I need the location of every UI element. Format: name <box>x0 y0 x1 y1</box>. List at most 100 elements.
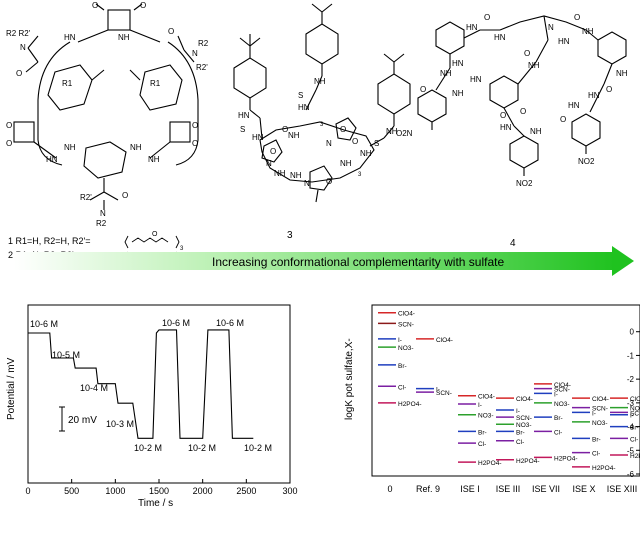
bond <box>95 3 105 11</box>
right-y-tick-label: -4 <box>627 423 635 432</box>
label-nh-top-right: NH <box>118 33 130 42</box>
ring-left <box>47 64 93 111</box>
ion-label: NO3- <box>554 401 570 408</box>
concentration-annotation: 10-2 M <box>134 443 162 453</box>
compound-4-caption: 4 <box>510 238 516 249</box>
bond <box>383 53 395 63</box>
right-x-tick-label: ISE X <box>572 484 595 494</box>
label-r2p-bottom: R2' <box>80 193 92 202</box>
right-y-tick-label: -3 <box>627 399 635 408</box>
ion-label: H2PO4- <box>516 458 539 465</box>
label-nh-l: NH <box>290 171 302 180</box>
bond <box>77 29 109 43</box>
right-plot-frame <box>371 304 640 477</box>
bond <box>463 29 481 39</box>
bond <box>91 69 105 81</box>
bracket-right <box>175 235 180 249</box>
bond <box>129 29 161 43</box>
concentration-annotation: 10-2 M <box>188 443 216 453</box>
phenyl-4a <box>435 21 465 55</box>
label-n-m: N <box>304 179 310 188</box>
label-nh-bottom-right: NH <box>148 155 160 164</box>
phenyl-4b <box>597 31 627 65</box>
ion-label: Br- <box>592 436 601 443</box>
label-o-square-right-2: O <box>192 139 198 148</box>
label-r2-bottom: R2 <box>96 219 107 228</box>
ion-label: H2PO4- <box>554 455 577 462</box>
bond <box>33 141 57 159</box>
nitrophenyl-left <box>417 89 447 123</box>
ion-label: Cl- <box>592 451 600 458</box>
label-hn-bottom-left: HN <box>46 155 58 164</box>
label-r2-right: R2 <box>198 39 209 48</box>
ion-label: Br- <box>478 429 487 436</box>
ion-label: I- <box>436 387 440 394</box>
right-y-tick-label: -2 <box>627 375 635 384</box>
ion-label: ClO4- <box>630 396 640 403</box>
macrocycle-right-arc <box>167 41 199 166</box>
label-o-h: O <box>340 125 346 134</box>
label-o6: O <box>500 111 506 120</box>
ion-label: Cl- <box>398 384 406 391</box>
bond <box>311 3 323 13</box>
compound-4-structure: O HN HN HN NH N HN O NH O NH HN O NH NH … <box>396 13 628 249</box>
phenyl-right <box>377 73 411 115</box>
concentration-annotation: 10-6 M <box>30 319 58 329</box>
label-subscript-3b: 3 <box>358 172 362 178</box>
label-o-top-right: O <box>168 27 174 36</box>
right-x-tick-label: ISE XIII <box>607 484 638 494</box>
ring-bottom <box>83 141 127 179</box>
label-o2: O <box>574 13 580 22</box>
label-o5: O <box>606 85 612 94</box>
macrocycle-left-arc <box>37 41 71 166</box>
ion-label: ClO4- <box>516 396 533 403</box>
ion-label: NO3- <box>592 420 608 427</box>
label-hn2: HN <box>494 33 506 42</box>
ion-label: SCN- <box>630 410 640 417</box>
label-hn-top-left: HN <box>64 33 76 42</box>
label-n-top-left: N <box>20 43 26 52</box>
label-o-square-left-2: O <box>6 139 12 148</box>
label-o-j: O <box>352 137 358 146</box>
label-nh-c: NH <box>314 77 326 86</box>
bond <box>383 125 395 139</box>
left-x-axis-label: Time / s <box>138 498 173 509</box>
label-subscript-3: 3 <box>180 246 184 252</box>
label-nh-g: NH <box>288 131 300 140</box>
left-x-tick-label: 500 <box>64 486 79 496</box>
label-nh-bottom-left: NH <box>64 143 76 152</box>
ion-label: ClO4- <box>436 337 453 344</box>
concentration-annotation: 10-4 M <box>80 383 108 393</box>
bond <box>177 35 185 51</box>
ion-label: Cl- <box>478 441 486 448</box>
label-nh-bottom-middle: NH <box>130 143 142 152</box>
left-x-tick-label: 1500 <box>149 486 169 496</box>
nitrophenyl-right <box>571 113 601 147</box>
compound-3-caption: 3 <box>287 230 293 241</box>
label-hn6: HN <box>588 91 600 100</box>
label-nh-n: NH <box>274 169 286 178</box>
potential-trace <box>28 329 254 439</box>
bond <box>517 61 537 85</box>
left-x-tick-label: 0 <box>25 486 30 496</box>
label-nh-k: NH <box>340 159 352 168</box>
left-y-axis-label: Potential / mV <box>6 357 17 420</box>
label-nh5: NH <box>616 69 628 78</box>
complementarity-arrow: Increasing conformational complementarit… <box>14 246 634 276</box>
label-nitro-right: NO2 <box>578 157 595 166</box>
label-o-g: O <box>270 147 276 156</box>
concentration-annotation: 10-5 M <box>52 350 80 360</box>
bond <box>315 189 319 203</box>
phenyl-4c <box>489 75 519 109</box>
ion-label: SCN- <box>516 415 532 422</box>
ion-label: I- <box>630 413 634 420</box>
ion-label: NO3- <box>478 413 494 420</box>
label-s-a: S <box>240 125 245 134</box>
ion-label: NO3- <box>630 406 640 413</box>
right-y-tick-label: 0 <box>630 328 635 337</box>
bond <box>503 107 515 127</box>
tren-arm-down <box>535 39 549 63</box>
bond <box>89 191 105 201</box>
